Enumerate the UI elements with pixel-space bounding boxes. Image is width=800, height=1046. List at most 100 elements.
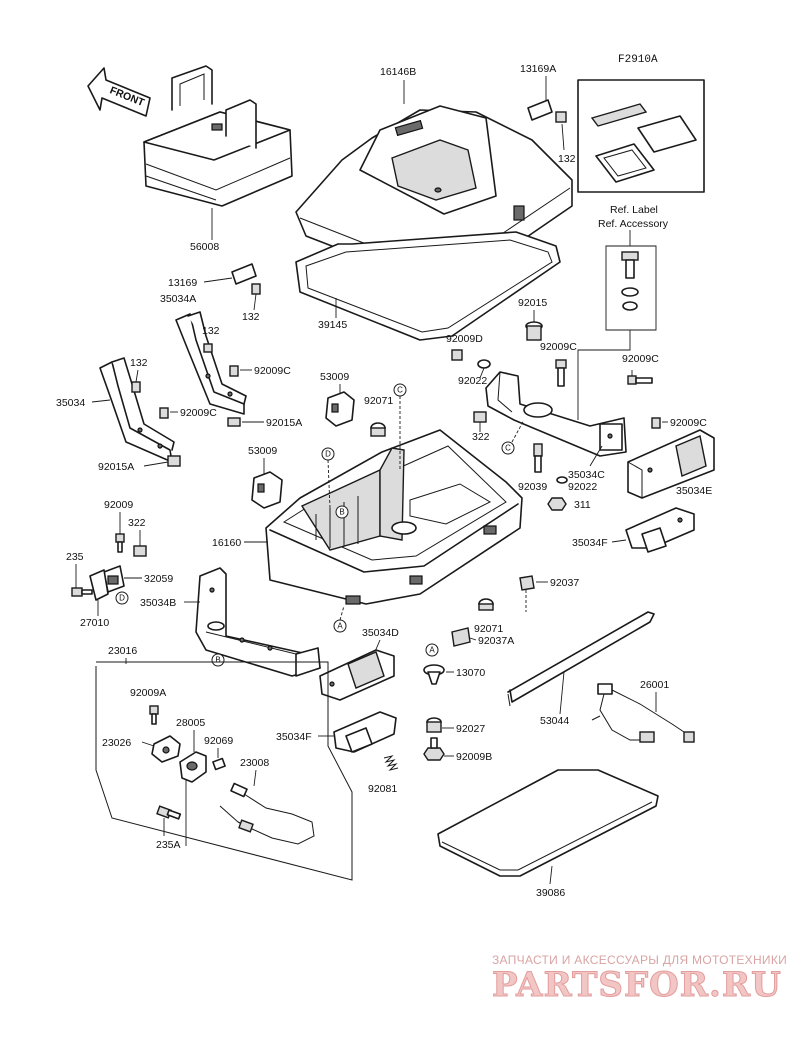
label-13169: 13169	[168, 277, 197, 289]
label-92039: 92039	[518, 481, 547, 493]
label-92009A: 92009A	[130, 687, 166, 699]
label-35034F: 35034F	[572, 537, 608, 549]
label-39086: 39086	[536, 887, 565, 899]
svg-text:C: C	[505, 444, 511, 453]
front-arrow-icon: FRONT	[87, 67, 151, 117]
label-92015Aa: 92015A	[266, 417, 302, 429]
latch-53009a-icon	[325, 391, 355, 427]
nut-322a-icon	[473, 411, 487, 423]
label-92081: 92081	[368, 783, 397, 795]
screw-92009A-icon	[149, 705, 159, 725]
label-92009D: 92009D	[446, 333, 483, 345]
label-92071a: 92071	[364, 395, 393, 407]
label-16160: 16160	[212, 537, 241, 549]
label-53009a: 53009	[320, 371, 349, 383]
hinge-13169-icon	[231, 263, 261, 295]
accessory-bracket-box	[605, 245, 657, 331]
group-23016-outline	[95, 661, 353, 881]
callout-A-case: A	[333, 619, 347, 633]
label-132a: 132	[558, 153, 576, 165]
label-32059: 32059	[144, 573, 173, 585]
label-26001: 26001	[640, 679, 669, 691]
cable-23008-icon	[219, 782, 315, 845]
pin-92039-icon	[533, 443, 543, 473]
label-53044: 53044	[540, 715, 569, 727]
ref-accessory-text: Ref. Accessory	[598, 218, 669, 230]
nut-92015Ab-icon	[167, 455, 181, 467]
svg-text:C: C	[397, 386, 403, 395]
label-35034E: 35034E	[676, 485, 712, 497]
ref-label-box	[577, 79, 705, 193]
label-35034B: 35034B	[140, 597, 176, 609]
bracket-27010-icon	[89, 569, 109, 601]
bolt-92009Cb-icon	[555, 359, 567, 387]
callout-B-case: B	[335, 505, 349, 519]
label-23026: 23026	[102, 737, 131, 749]
washer-92022a-icon	[477, 359, 491, 369]
callout-C-case: C	[393, 383, 407, 397]
callout-C-bracket: C	[501, 441, 515, 455]
accessory-bolt-icon	[621, 251, 639, 311]
callout-D-left: D	[115, 591, 129, 605]
seal-39145	[295, 231, 561, 341]
nut-311-icon	[547, 497, 567, 511]
spring-92081-icon	[383, 755, 399, 771]
label-235A: 235A	[156, 839, 181, 851]
label-311: 311	[574, 499, 591, 511]
label-92009Cc: 92009C	[622, 353, 659, 365]
bolt-92009B-icon	[423, 737, 445, 761]
nut-92015Aa-icon	[227, 417, 241, 427]
figure-code: F2910A	[618, 54, 658, 66]
nut-322b-icon	[133, 545, 147, 557]
bracket-35034	[99, 357, 175, 463]
label-92009: 92009	[104, 499, 133, 511]
label-322b: 322	[128, 517, 146, 529]
bracket-35034D	[319, 649, 395, 701]
ref-label-text: Ref. Label	[610, 204, 658, 216]
label-39145: 39145	[318, 319, 347, 331]
label-92022b: 92022	[568, 481, 597, 493]
rod-53044	[507, 611, 655, 707]
label-92009Ca: 92009C	[254, 365, 291, 377]
bolt-92009Ca-icon	[229, 365, 239, 377]
svg-text:D: D	[119, 594, 125, 603]
label-27010: 27010	[80, 617, 109, 629]
label-132d: 132	[130, 357, 148, 369]
label-235: 235	[66, 551, 84, 563]
bracket-35034F-a	[625, 507, 695, 553]
label-132b: 132	[242, 311, 260, 323]
bracket-35034A	[175, 311, 247, 415]
topcase-base-16160	[265, 429, 523, 605]
label-322a: 322	[472, 431, 490, 443]
label-28005: 28005	[176, 717, 205, 729]
label-23008: 23008	[240, 757, 269, 769]
label-92009Cb: 92009C	[540, 341, 577, 353]
grommet-92071a-icon	[370, 422, 386, 437]
label-23016: 23016	[108, 645, 137, 657]
label-92009B: 92009B	[456, 751, 492, 763]
screw-235A-icon	[156, 805, 182, 820]
label-92015: 92015	[518, 297, 547, 309]
label-35034: 35034	[56, 397, 85, 409]
label-53009b: 53009	[248, 445, 277, 457]
clip-92037A-icon	[451, 627, 471, 647]
hinge-13169A-icon	[527, 99, 567, 123]
clip-92037-icon	[519, 575, 535, 591]
label-56008: 56008	[190, 241, 219, 253]
bracket-35034F-b	[333, 711, 397, 753]
switch-23026-icon	[151, 735, 181, 763]
callout-A-right: A	[425, 643, 439, 657]
lock-cylinder-28005-icon	[179, 751, 207, 783]
bolt-92009Ce-icon	[651, 417, 661, 429]
screw-235-icon	[71, 587, 93, 597]
mat-39086	[437, 769, 659, 877]
svg-text:A: A	[337, 622, 343, 631]
label-92015Ab: 92015A	[98, 461, 134, 473]
nut-92015-icon	[525, 321, 543, 341]
label-92071b: 92071	[474, 623, 503, 635]
topcase-icon	[143, 65, 293, 207]
grommet-92071b-icon	[478, 598, 494, 611]
label-92037A: 92037A	[478, 635, 514, 647]
label-92069: 92069	[204, 735, 233, 747]
